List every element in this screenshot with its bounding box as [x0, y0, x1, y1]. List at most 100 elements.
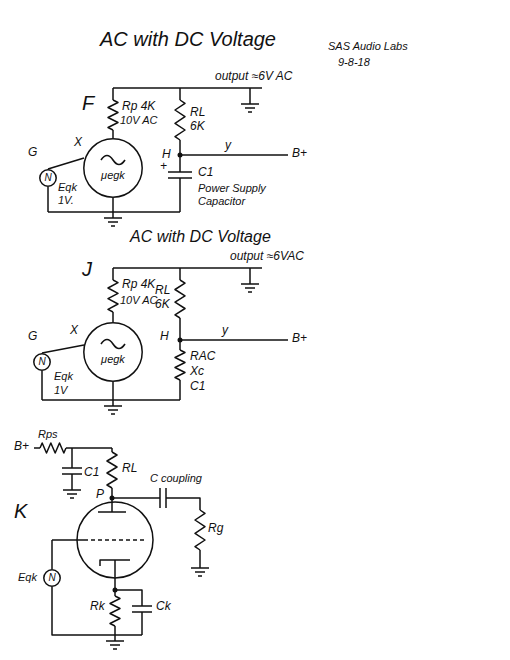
title: AC with DC Voltage — [100, 28, 276, 51]
ground-symbol — [104, 405, 122, 407]
node-text: μegk — [83, 322, 143, 365]
ground-symbol — [248, 291, 252, 293]
ground-symbol — [106, 640, 124, 642]
schematic-label: K — [14, 500, 27, 523]
ground-symbol — [71, 484, 73, 490]
schematic-label: Ck — [156, 600, 171, 614]
node-text: N — [33, 353, 51, 367]
wire — [34, 447, 40, 449]
wire — [52, 587, 142, 635]
ground-symbol — [70, 497, 74, 499]
schematic-label: 6K — [190, 120, 205, 134]
schematic-label: Power Supply Capacitor — [198, 182, 290, 207]
schematic-label: B+ — [14, 440, 29, 454]
schematic-label: H — [160, 330, 169, 344]
wire — [112, 312, 114, 322]
wire — [179, 318, 181, 350]
wire — [112, 198, 114, 212]
node-text: μegk — [83, 138, 143, 181]
resistor-symbol — [195, 510, 205, 550]
circle-outline — [84, 323, 142, 381]
ground-symbol — [191, 567, 209, 569]
signal-source-circle: N — [33, 353, 51, 371]
ground-symbol — [112, 212, 114, 218]
ground-symbol — [67, 493, 77, 495]
resistor-symbol — [40, 443, 66, 453]
schematic-label: 1V — [54, 384, 67, 397]
schematic-label: Rp 4K — [122, 278, 155, 292]
schematic-label: Eqk — [18, 571, 37, 584]
schematic-label: + — [160, 160, 167, 174]
circle-outline — [84, 139, 142, 197]
ground-symbol — [249, 98, 251, 104]
wire — [141, 612, 143, 635]
schematic-label: Rp 4K — [122, 100, 155, 114]
ground-symbol — [199, 562, 201, 568]
schematic-label: 9-8-18 — [338, 56, 370, 69]
wire — [42, 399, 180, 401]
schematic-label: J — [82, 258, 92, 281]
wire — [249, 268, 251, 278]
wire — [115, 590, 142, 606]
circle-outline — [34, 354, 50, 370]
wire — [179, 88, 181, 100]
signal-source-circle: N — [43, 569, 61, 587]
capacitor-symbol — [132, 605, 152, 607]
schematic-label: F — [82, 92, 94, 115]
ground-symbol — [108, 409, 118, 411]
circle-outline — [83, 138, 143, 198]
ground-symbol — [249, 278, 251, 284]
wire — [41, 371, 43, 400]
ground-symbol — [110, 644, 120, 646]
ground-symbol — [108, 221, 118, 223]
node-text: N — [43, 569, 61, 583]
schematic-label: Rk — [90, 600, 105, 614]
schematic-label: Xc — [190, 365, 204, 379]
ground-symbol — [114, 635, 116, 641]
ground-symbol — [111, 413, 115, 415]
wire — [180, 154, 288, 156]
ac-symbol — [101, 156, 125, 165]
ground-symbol — [241, 283, 259, 285]
ground-symbol — [241, 103, 259, 105]
schematic-label: RAC — [190, 350, 215, 364]
capacitor-symbol — [62, 467, 82, 469]
resistor-symbol — [110, 596, 120, 626]
schematic-label: y — [222, 324, 228, 338]
wire — [112, 382, 114, 400]
wire — [112, 88, 114, 100]
wire — [180, 339, 288, 341]
capacitor-symbol — [159, 488, 161, 508]
schematic-label: 10V AC — [120, 294, 158, 307]
schematic-label: X — [74, 136, 82, 150]
wire — [112, 497, 160, 499]
ground-symbol — [112, 400, 114, 406]
wire — [249, 88, 251, 98]
schematic-label: Rps — [38, 428, 58, 441]
signal-source-circle: N — [39, 169, 57, 187]
wire — [112, 268, 114, 280]
schematic-label: B+ — [292, 147, 307, 161]
schematic-label: Rg — [208, 522, 223, 536]
schematic-label: 10V AC — [120, 114, 158, 127]
ac-source-circle: μegk — [83, 322, 143, 382]
schematic-label: C1 — [190, 380, 205, 394]
schematic-label: B+ — [292, 332, 307, 346]
schematic-label: output ≈6VAC — [230, 250, 304, 264]
schematic-label: G — [28, 330, 37, 344]
ground-symbol — [248, 111, 252, 113]
schematic-label: output ≈6V AC — [215, 70, 293, 84]
ground-symbol — [245, 107, 255, 109]
wire — [111, 448, 113, 452]
wire — [179, 268, 181, 280]
schematic-label: C coupling — [150, 472, 202, 485]
wire — [179, 178, 181, 212]
ground-symbol — [195, 571, 205, 573]
wire — [48, 158, 84, 169]
schematic-label: 6K — [155, 298, 170, 312]
wire — [66, 447, 112, 449]
wire — [51, 540, 53, 569]
wire — [47, 187, 49, 212]
ac-symbol — [101, 340, 125, 349]
